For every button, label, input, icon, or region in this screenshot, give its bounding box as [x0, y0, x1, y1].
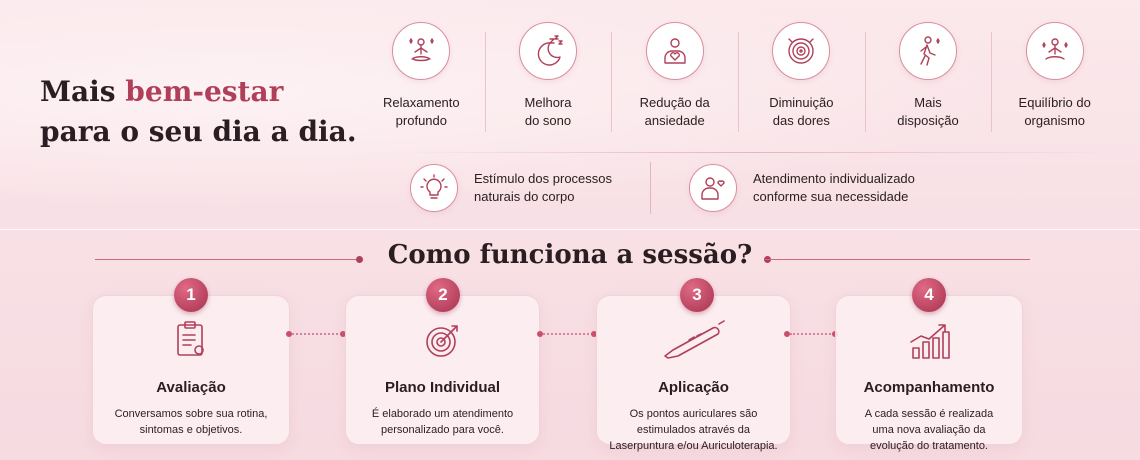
- step-description: É elaborado um atendimento personalizado…: [371, 408, 514, 436]
- laser-pen-icon: [659, 318, 729, 367]
- connector: [292, 333, 342, 335]
- step-card-4: Acompanhamento A cada sessão é realizada…: [835, 295, 1023, 452]
- step-description: Os pontos auriculares são estimulados at…: [609, 408, 778, 452]
- target-arrow-icon: [421, 318, 465, 367]
- extra-natural-processes: Estímulo dos processos naturais do corpo: [410, 162, 650, 214]
- title-dot-left: [356, 256, 363, 263]
- benefit-energy: Mais disposição: [864, 22, 992, 142]
- extra-individual-care: Atendimento individualizado conforme sua…: [650, 162, 915, 214]
- benefit-relaxation: Relaxamento profundo: [358, 22, 485, 142]
- step-card-1: Avaliação Conversamos sobre sua rotina, …: [92, 295, 290, 445]
- connector-dot: [537, 331, 543, 337]
- connector-dot: [784, 331, 790, 337]
- title-line-left: [95, 259, 360, 260]
- step-number-4: 4: [912, 278, 946, 312]
- benefit-label: Mais disposição: [897, 95, 959, 128]
- connector-dot: [340, 331, 346, 337]
- step-number-2: 2: [426, 278, 460, 312]
- growth-chart-icon: [907, 318, 951, 367]
- step-card-3: Aplicação Os pontos auriculares são esti…: [596, 295, 791, 452]
- step-title: Avaliação: [156, 379, 226, 396]
- section-divider: [0, 229, 1140, 230]
- step-number-1: 1: [174, 278, 208, 312]
- title-line-right: [765, 259, 1030, 260]
- extra-label: Atendimento individualizado conforme sua…: [753, 171, 915, 204]
- headline-line2: para o seu dia a dia.: [40, 115, 357, 148]
- extras-row: Estímulo dos processos naturais do corpo…: [410, 162, 970, 214]
- lightbulb-icon: [410, 164, 458, 212]
- balance-meditation-icon: [1025, 22, 1084, 80]
- benefit-label: Equilíbrio do organismo: [1018, 95, 1091, 128]
- extra-label: Estímulo dos processos naturais do corpo: [474, 171, 613, 204]
- benefit-anxiety: Redução da ansiedade: [611, 22, 738, 142]
- moon-sleep-icon: [519, 22, 577, 80]
- step-description: A cada sessão é realizada uma nova avali…: [864, 408, 994, 452]
- connector: [543, 333, 593, 335]
- step-number-3: 3: [680, 278, 714, 312]
- step-card-2: Plano Individual É elaborado um atendime…: [345, 295, 540, 445]
- benefit-pain: Diminuição das dores: [738, 22, 865, 142]
- step-title: Acompanhamento: [863, 379, 995, 396]
- step-title: Aplicação: [658, 379, 729, 396]
- connector-dot: [286, 331, 292, 337]
- clipboard-icon: [169, 318, 213, 367]
- step-title: Plano Individual: [384, 379, 500, 396]
- benefits-row: Relaxamento profundo Melhora do sono Red…: [358, 22, 1118, 142]
- target-spiral-icon: [772, 22, 831, 80]
- benefit-sleep: Melhora do sono: [484, 22, 612, 142]
- benefit-label: Redução da ansiedade: [639, 95, 710, 128]
- headline-accent: bem-estar: [125, 75, 284, 108]
- headline-prefix: Mais: [40, 75, 126, 108]
- connector-dot: [591, 331, 597, 337]
- step-description: Conversamos sobre sua rotina, sintomas e…: [114, 408, 268, 436]
- section-title: Como funciona a sessão?: [387, 240, 753, 270]
- person-heart-icon: [689, 164, 737, 212]
- separator: [395, 152, 1115, 153]
- heart-person-icon: [645, 22, 704, 80]
- benefit-label: Relaxamento profundo: [383, 95, 460, 128]
- meditation-icon: [392, 22, 451, 80]
- benefit-balance: Equilíbrio do organismo: [991, 22, 1118, 142]
- walking-person-icon: [899, 22, 958, 80]
- connector: [790, 333, 834, 335]
- benefit-label: Diminuição das dores: [769, 95, 834, 128]
- headline: Mais bem-estar para o seu dia a dia.: [40, 72, 357, 152]
- benefit-label: Melhora do sono: [524, 95, 572, 128]
